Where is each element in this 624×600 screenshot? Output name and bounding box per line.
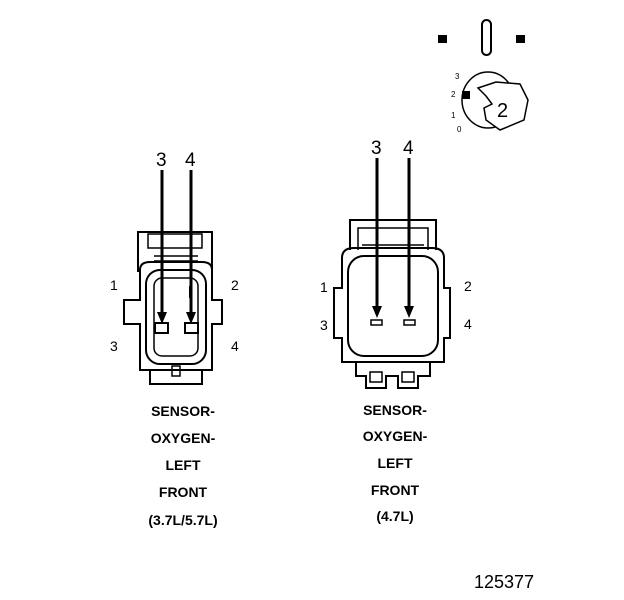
meter-right-terminal — [516, 35, 525, 43]
figure-number: 125377 — [474, 572, 534, 592]
connector-right-caption-line: (4.7L) — [376, 508, 413, 524]
connector-left-key — [171, 365, 181, 377]
connector-left-caption-line: SENSOR- — [151, 403, 215, 419]
connector-right-pin-2: 2 — [464, 278, 472, 294]
connector-left-latch — [137, 231, 213, 272]
connector-right-caption-line: OXYGEN- — [363, 428, 428, 444]
arrow-head — [157, 312, 167, 324]
connector-right-pin-3: 3 — [320, 317, 328, 333]
dial-scale-3: 3 — [455, 72, 460, 81]
connector-right-bottom-tabs — [355, 362, 431, 389]
connector-left-body — [123, 261, 223, 371]
connector-right-latch — [349, 219, 437, 250]
connector-right-caption-line: LEFT — [378, 455, 413, 471]
connector-right-latch-inner — [357, 227, 429, 250]
connector-left-caption-line: OXYGEN- — [151, 430, 216, 446]
connector-left-pin-3: 3 — [110, 338, 118, 354]
connector-right-probe-label-3: 3 — [371, 138, 382, 159]
bottom-tab — [369, 371, 383, 383]
connector-left-caption-line: LEFT — [166, 457, 201, 473]
dial-setting-label: 2 — [497, 100, 508, 122]
connector-left-inner — [153, 277, 199, 357]
meter-icon: 3 2 1 0 2 — [438, 19, 529, 134]
connector-right-caption-line: FRONT — [371, 482, 420, 498]
dial-scale-0: 0 — [457, 125, 462, 134]
dial-scale-2: 2 — [451, 90, 456, 99]
connector-left-terminal-4 — [184, 322, 199, 334]
connector-right-terminal-4 — [403, 319, 416, 326]
connector-left-latch-tab — [147, 233, 203, 249]
connector-left-pin-1: 1 — [110, 277, 118, 293]
connector-right-body — [333, 247, 451, 363]
connector-left-probe-label-3: 3 — [156, 150, 167, 171]
selector-marker — [462, 91, 470, 99]
connector-left-terminal-3 — [154, 322, 169, 334]
arrow-head — [404, 306, 414, 318]
connector-right-pin-4: 4 — [464, 316, 472, 332]
connector-right-terminal-3 — [370, 319, 383, 326]
arrow-head — [372, 306, 382, 318]
connector-left: 3 4 1 2 3 4 SENSOR- OXYGEN- LEFT FRONT (… — [110, 150, 239, 528]
dial-scale-1: 1 — [451, 111, 456, 120]
connector-left-caption-line: (3.7L/5.7L) — [148, 512, 217, 528]
connector-right-face — [347, 255, 439, 357]
meter-slot — [481, 19, 492, 56]
arrow-head — [186, 312, 196, 324]
connector-right-probe-label-4: 4 — [403, 138, 414, 159]
selector-knob — [476, 81, 529, 131]
bottom-tab — [401, 371, 415, 383]
connector-left-pin-2: 2 — [231, 277, 239, 293]
connector-right-caption-line: SENSOR- — [363, 402, 427, 418]
connector-right-pin-1: 1 — [320, 279, 328, 295]
connector-left-probe-label-4: 4 — [185, 150, 196, 171]
connector-left-bottom — [149, 370, 203, 385]
connector-right: 3 4 1 2 3 4 SENSOR- OXYGEN- LEFT FRONT (… — [320, 138, 472, 524]
meter-left-terminal — [438, 35, 447, 43]
connector-left-face — [145, 269, 207, 365]
connector-left-caption-line: FRONT — [159, 484, 208, 500]
connector-left-pin-4: 4 — [231, 338, 239, 354]
